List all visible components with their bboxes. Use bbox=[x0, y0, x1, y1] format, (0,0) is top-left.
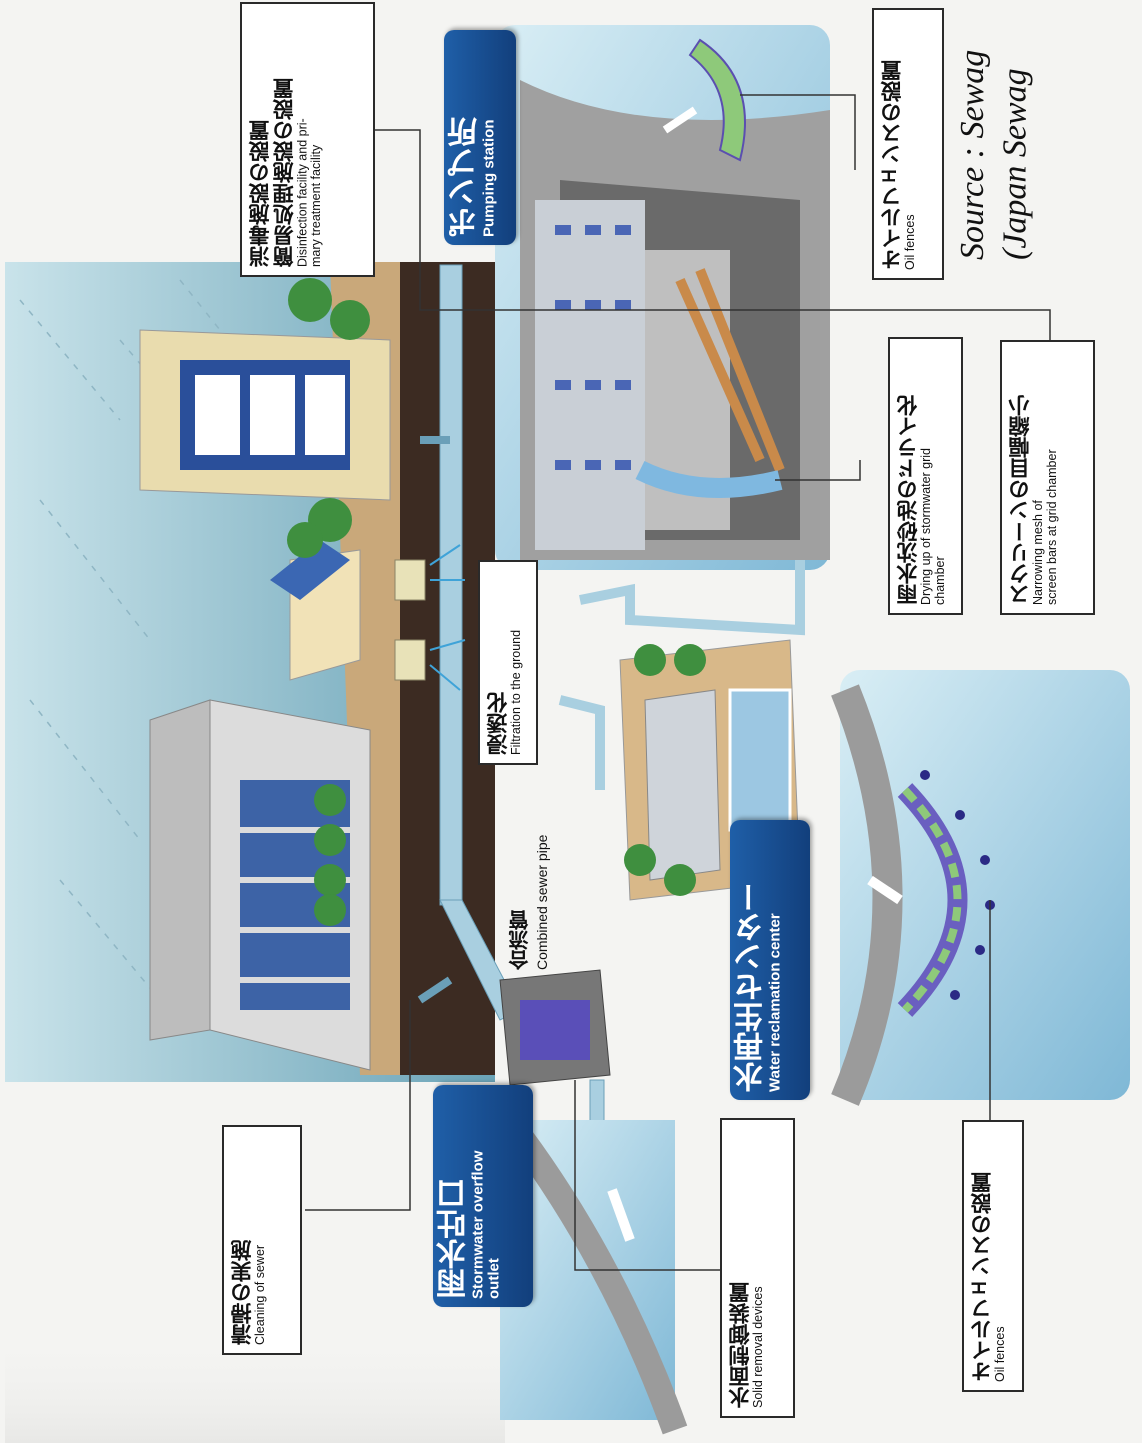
source-line-2: (Japan Sewag bbox=[996, 68, 1034, 260]
oil-fences-top-en: Oil fences bbox=[903, 214, 918, 270]
drying-callout: 雨水沈砂池のドライ化 Drying up of stormwater grid … bbox=[888, 337, 963, 615]
screen-callout: スクリーンの目幅縮小 Narrowing mesh of screen bars… bbox=[1000, 340, 1095, 615]
screen-jp: スクリーンの目幅縮小 bbox=[1008, 395, 1032, 605]
solid-removal-en: Solid removal devices bbox=[751, 1286, 766, 1408]
disinfection-en-2: mary treatment facility bbox=[309, 144, 324, 267]
pumping-station-panel bbox=[495, 25, 830, 570]
source-line-1: Source : Sewag bbox=[954, 49, 991, 260]
oil-fences-top-callout: オイルフェンスの設置 Oil fences bbox=[872, 8, 944, 280]
filtration-en: Filtration to the ground bbox=[509, 629, 524, 755]
stormwater-outlet-en-2: outlet bbox=[485, 1258, 503, 1299]
source-citation: Source : Sewag (Japan Sewag bbox=[952, 0, 1037, 260]
oil-fences-bottom-en: Oil fences bbox=[993, 1326, 1008, 1382]
cleaning-en: Cleaning of sewer bbox=[253, 1244, 268, 1345]
pumping-station-badge: ポンプ所 Pumping station bbox=[444, 30, 516, 245]
filtration-jp: 浸透化 bbox=[486, 692, 510, 755]
combined-sewer-jp: 合流管 bbox=[508, 910, 532, 970]
water-reclamation-badge: 水再生センター Water reclamation center bbox=[730, 820, 810, 1100]
combined-sewer-pipe bbox=[417, 264, 521, 1021]
oil-fences-bottom-callout: オイルフェンスの設置 Oil fences bbox=[962, 1120, 1024, 1392]
solid-removal-callout: 水面制御装置 Solid removal devices bbox=[720, 1118, 795, 1418]
solid-removal-jp: 水面制御装置 bbox=[728, 1282, 752, 1408]
screen-en-2: screen bars at grid chamber bbox=[1044, 449, 1059, 605]
infiltration-devices bbox=[394, 544, 466, 691]
pumping-station-jp: ポンプ所 bbox=[448, 117, 483, 237]
drying-en-1: Drying up of stormwater grid bbox=[919, 447, 934, 605]
stormwater-outlet-en-1: Stormwater overflow bbox=[469, 1150, 487, 1299]
filtration-callout: 浸透化 Filtration to the ground bbox=[478, 560, 538, 765]
disinfection-en-1: Disinfection facility and pri- bbox=[295, 118, 310, 267]
stormwater-outlet-badge: 雨水吐口 Stormwater overflow outlet bbox=[433, 1085, 533, 1307]
leader-lines bbox=[305, 94, 1051, 1271]
house bbox=[270, 540, 361, 681]
disinfection-jp-2: 簡易処理施設の設置 bbox=[272, 78, 297, 267]
oil-fences-top-jp: オイルフェンスの設置 bbox=[880, 60, 904, 270]
cleaning-jp: 清掃の実施 bbox=[230, 1240, 254, 1345]
water-reclamation-en: Water reclamation center bbox=[766, 913, 784, 1092]
pumping-station-en: Pumping station bbox=[480, 119, 498, 238]
stormwater-outlet-jp: 雨水吐口 bbox=[437, 1179, 472, 1299]
screen-en-1: Narrowing mesh of bbox=[1031, 500, 1046, 605]
apartment-building bbox=[139, 329, 391, 501]
trees bbox=[287, 278, 370, 926]
drying-en-2: chamber bbox=[932, 556, 947, 605]
combined-sewer-en: Combined sewer pipe bbox=[534, 834, 550, 970]
drying-jp: 雨水沈砂池のドライ化 bbox=[896, 395, 920, 605]
combined-sewer-label: 合流管 Combined sewer pipe bbox=[505, 770, 550, 970]
connecting-pipes bbox=[558, 560, 805, 790]
cleaning-callout: 清掃の実施 Cleaning of sewer bbox=[222, 1125, 302, 1355]
city-panel bbox=[5, 262, 521, 1443]
oil-fences-bottom-jp: オイルフェンスの設置 bbox=[970, 1172, 994, 1382]
water-reclamation-jp: 水再生センター bbox=[734, 882, 769, 1092]
disinfection-callout: 消毒施設の設置 簡易処理施設の設置 Disinfection facility … bbox=[240, 2, 375, 277]
water-reclamation-panel bbox=[619, 639, 1130, 1106]
disinfection-jp-1: 消毒施設の設置 bbox=[248, 120, 272, 267]
